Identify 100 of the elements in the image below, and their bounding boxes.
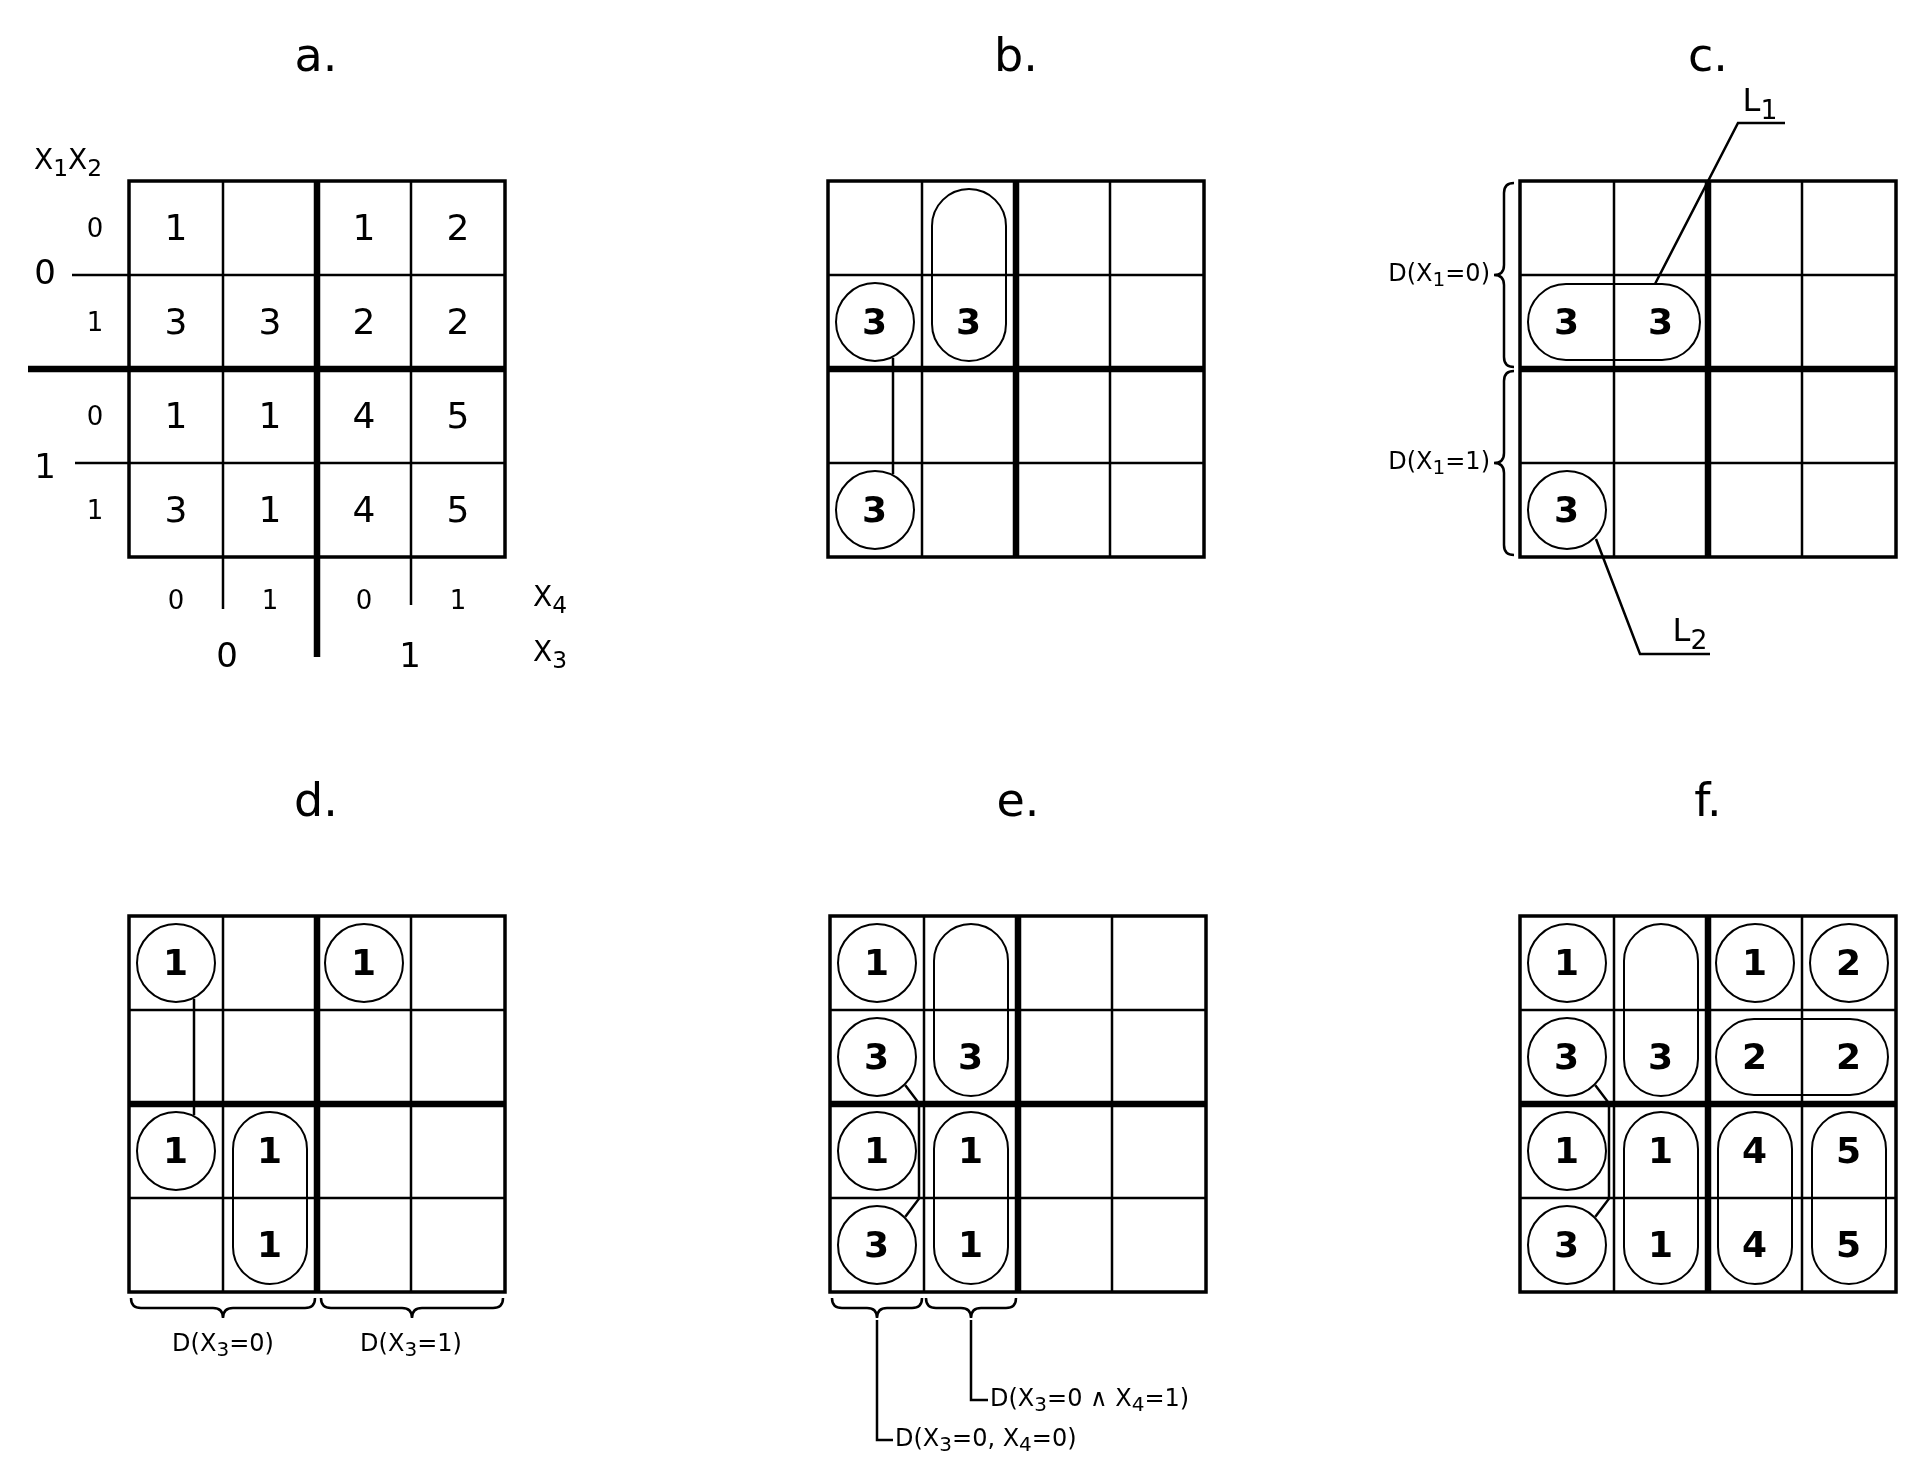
loop-circle bbox=[837, 1111, 917, 1191]
axis-label: X$_{3}$ bbox=[533, 638, 567, 672]
cell-value: 3 bbox=[258, 304, 282, 340]
axis-label: X$_{1}$X$_{2}$ bbox=[33, 146, 103, 180]
axis-label: 0 bbox=[86, 403, 104, 429]
cell-value: 1 bbox=[1647, 1226, 1674, 1263]
condition-label: D(X$_{3}$=0 ∧ X$_{4}$=1) bbox=[990, 1385, 1190, 1415]
panel-label: b. bbox=[994, 32, 1038, 78]
connector-line bbox=[891, 357, 895, 475]
cell-value: 3 bbox=[863, 1226, 890, 1263]
cell-value: 4 bbox=[1741, 1132, 1768, 1169]
panel-label: a. bbox=[294, 32, 338, 78]
cell-value: 1 bbox=[258, 398, 282, 434]
cell-value: 1 bbox=[352, 210, 376, 246]
axis-label: 0 bbox=[355, 587, 373, 613]
cell-value: 3 bbox=[957, 1038, 984, 1075]
connector-line bbox=[904, 1084, 921, 1218]
axis-label: 0 bbox=[216, 638, 238, 672]
loop-circle bbox=[1715, 923, 1795, 1003]
panel-label: e. bbox=[996, 777, 1040, 823]
cell-value: 1 bbox=[957, 1226, 984, 1263]
connector-line bbox=[192, 998, 196, 1116]
leader-line bbox=[1594, 538, 1710, 656]
loop-circle bbox=[837, 1017, 917, 1097]
cell-value: 2 bbox=[446, 304, 470, 340]
cell-value: 1 bbox=[957, 1132, 984, 1169]
cell-value: 1 bbox=[1647, 1132, 1674, 1169]
cell-value: 1 bbox=[863, 944, 890, 981]
cell-value: 3 bbox=[1553, 1226, 1580, 1263]
loop-circle bbox=[136, 923, 216, 1003]
callout-label: L$_{1}$ bbox=[1742, 84, 1778, 124]
cell-value: 1 bbox=[164, 210, 188, 246]
leader-line bbox=[969, 1320, 988, 1402]
cell-value: 3 bbox=[861, 303, 888, 340]
callout-label: L$_{2}$ bbox=[1672, 614, 1708, 654]
cell-value: 1 bbox=[258, 492, 282, 528]
cell-value: 1 bbox=[256, 1132, 283, 1169]
cell-value: 1 bbox=[863, 1132, 890, 1169]
axis-label: X$_{4}$ bbox=[533, 583, 567, 617]
axis-label: 0 bbox=[34, 255, 56, 289]
loop-circle bbox=[1809, 923, 1889, 1003]
condition-label: D(X$_{3}$=1) bbox=[360, 1330, 462, 1360]
cell-value: 1 bbox=[162, 944, 189, 981]
cell-value: 1 bbox=[162, 1132, 189, 1169]
cell-value: 3 bbox=[1647, 303, 1674, 340]
axis-label: 1 bbox=[399, 638, 421, 672]
loop-circle bbox=[837, 923, 917, 1003]
axis-label: 1 bbox=[86, 309, 104, 335]
condition-label: D(X$_{3}$=0) bbox=[172, 1330, 274, 1360]
cell-value: 3 bbox=[164, 492, 188, 528]
loop-circle bbox=[1527, 923, 1607, 1003]
cell-value: 3 bbox=[861, 491, 888, 528]
panel-label: c. bbox=[1688, 32, 1728, 78]
panel-label: d. bbox=[294, 777, 338, 823]
cell-value: 3 bbox=[863, 1038, 890, 1075]
cell-value: 2 bbox=[1741, 1038, 1768, 1075]
cell-value: 1 bbox=[164, 398, 188, 434]
cell-value: 5 bbox=[1835, 1226, 1862, 1263]
condition-label: D(X$_{3}$=0, X$_{4}$=0) bbox=[895, 1425, 1077, 1455]
loop-circle bbox=[324, 923, 404, 1003]
cell-value: 2 bbox=[352, 304, 376, 340]
axis-label: 1 bbox=[86, 497, 104, 523]
axis-label: 1 bbox=[34, 449, 56, 483]
cell-value: 4 bbox=[352, 398, 376, 434]
panel-label: f. bbox=[1694, 777, 1722, 823]
axis-label: 0 bbox=[86, 215, 104, 241]
cell-value: 3 bbox=[1553, 303, 1580, 340]
cell-value: 2 bbox=[1835, 1038, 1862, 1075]
leader-line bbox=[875, 1320, 893, 1442]
loop-circle bbox=[835, 470, 915, 550]
loop-circle bbox=[837, 1205, 917, 1285]
cell-value: 1 bbox=[256, 1226, 283, 1263]
loop-circle bbox=[835, 282, 915, 362]
connector-line bbox=[1594, 1084, 1611, 1218]
loop-circle bbox=[1527, 1017, 1607, 1097]
cell-value: 2 bbox=[446, 210, 470, 246]
cell-value: 1 bbox=[1741, 944, 1768, 981]
cell-value: 5 bbox=[446, 492, 470, 528]
loop-circle bbox=[1527, 470, 1607, 550]
cell-value: 1 bbox=[350, 944, 377, 981]
cell-value: 1 bbox=[1553, 944, 1580, 981]
cell-value: 3 bbox=[1553, 491, 1580, 528]
loop-circle bbox=[1527, 1205, 1607, 1285]
loop-circle bbox=[1527, 1111, 1607, 1191]
cell-value: 3 bbox=[955, 303, 982, 340]
condition-label: D(X$_{1}$=1) bbox=[1388, 448, 1490, 478]
cell-value: 1 bbox=[1553, 1132, 1580, 1169]
condition-label: D(X$_{1}$=0) bbox=[1388, 260, 1490, 290]
axis-label: 1 bbox=[261, 587, 279, 613]
cell-value: 5 bbox=[446, 398, 470, 434]
axis-label: 0 bbox=[167, 587, 185, 613]
cell-value: 2 bbox=[1835, 944, 1862, 981]
cell-value: 3 bbox=[1647, 1038, 1674, 1075]
cell-value: 4 bbox=[1741, 1226, 1768, 1263]
leader-line bbox=[1653, 121, 1785, 285]
axis-label: 1 bbox=[449, 587, 467, 613]
cell-value: 5 bbox=[1835, 1132, 1862, 1169]
loop-circle bbox=[136, 1111, 216, 1191]
cell-value: 3 bbox=[164, 304, 188, 340]
cell-value: 4 bbox=[352, 492, 376, 528]
